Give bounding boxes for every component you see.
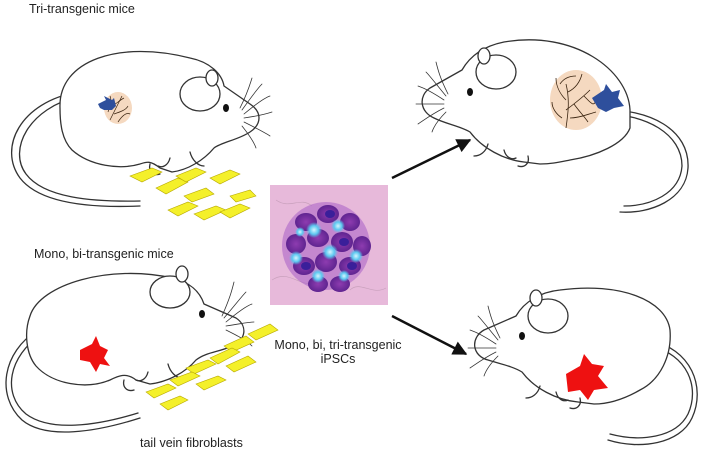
label-ipscs: Mono, bi, tri-transgenic iPSCs xyxy=(268,338,408,366)
label-ipscs-line1: Mono, bi, tri-transgenic xyxy=(274,338,402,352)
label-tail-vein-fibroblasts: tail vein fibroblasts xyxy=(140,436,243,450)
mouse-tail xyxy=(607,339,698,446)
mouse-tail xyxy=(599,109,689,213)
mouse-eye xyxy=(199,310,205,318)
fibroblasts-bottom xyxy=(145,323,279,411)
mouse-tail xyxy=(11,91,141,208)
label-ipscs-line2: iPSCs xyxy=(320,352,356,366)
mouse-body xyxy=(474,287,671,405)
label-mono-bi-transgenic-mice: Mono, bi-transgenic mice xyxy=(34,247,174,261)
mouse-bottom-left xyxy=(5,265,255,433)
label-tri-transgenic-mice: Tri-transgenic mice xyxy=(29,2,135,16)
ipsc-glow xyxy=(289,219,363,283)
whiskers xyxy=(415,61,449,133)
mouse-eye xyxy=(467,88,473,96)
arrow-to-bottom-right xyxy=(391,314,468,356)
mouse-paw xyxy=(555,391,569,402)
tumor-vasculature-small xyxy=(98,92,132,124)
whiskers xyxy=(467,305,501,377)
tumor-red-small xyxy=(80,336,110,372)
mouse-paw xyxy=(157,157,171,168)
tumor-blue-large xyxy=(592,84,624,112)
mouse-top-left xyxy=(11,50,273,208)
mouse-ear xyxy=(149,275,191,309)
mouse-eye xyxy=(223,104,229,112)
mouse-body xyxy=(59,50,260,173)
arrow-to-top-right xyxy=(391,138,472,180)
mouse-body xyxy=(25,272,245,386)
fibroblasts-top xyxy=(129,167,257,221)
mouse-tail xyxy=(5,329,141,433)
mouse-ear xyxy=(527,298,569,334)
ipsc-image xyxy=(270,185,388,305)
mouse-eye xyxy=(519,332,525,340)
tumor-vasculature-large xyxy=(550,70,624,130)
whiskers xyxy=(239,77,273,149)
mouse-bottom-right xyxy=(467,287,698,446)
tumor-blue-small xyxy=(98,96,116,110)
mouse-paw xyxy=(503,149,517,160)
mouse-paw xyxy=(135,371,149,382)
tumor-red-large xyxy=(566,354,608,400)
mouse-top-right xyxy=(415,39,689,213)
